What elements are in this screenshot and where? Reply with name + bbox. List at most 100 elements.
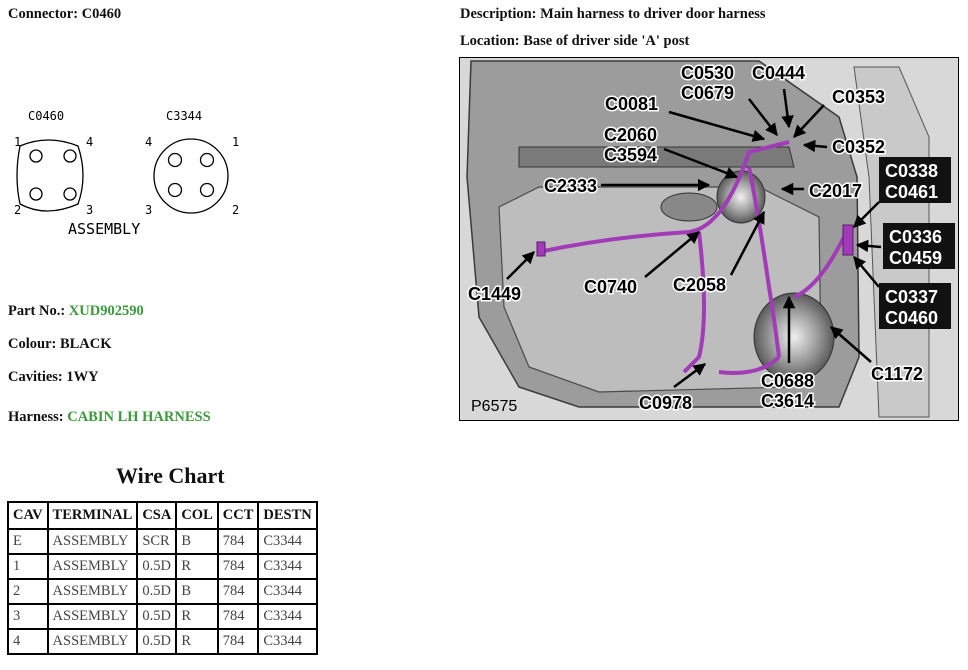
- right-cavity-3: [167, 182, 183, 198]
- cell-csa: 0.5D: [136, 603, 178, 630]
- left-connector-outline: [16, 139, 84, 212]
- left-pin-4: 4: [86, 135, 93, 149]
- label-c0336: C0336: [889, 227, 942, 247]
- location-value: Base of driver side 'A' post: [523, 33, 690, 49]
- figure-reference: P6575: [471, 398, 517, 415]
- cell-col: R: [175, 603, 219, 630]
- cavities-label: Cavities:: [8, 369, 63, 385]
- label-c3594: C3594: [604, 145, 657, 165]
- right-cavity-1: [199, 152, 215, 168]
- label-c0740: C0740: [584, 277, 637, 297]
- cell-col: R: [175, 553, 219, 580]
- description-field: Description: Main harness to driver door…: [460, 6, 766, 23]
- label-c0353: C0353: [832, 87, 885, 107]
- cell-cav: 4: [7, 628, 49, 655]
- location-field: Location: Base of driver side 'A' post: [460, 33, 689, 50]
- right-pin-4: 4: [145, 135, 152, 149]
- diagram-right-name: C3344: [166, 109, 202, 123]
- left-pin-3: 3: [86, 203, 93, 217]
- cell-terminal: ASSEMBLY: [46, 553, 139, 580]
- cell-cct: 784: [216, 628, 260, 655]
- right-cavity-4: [167, 152, 183, 168]
- label-c0081: C0081: [605, 94, 658, 114]
- connector-label: Connector:: [8, 6, 79, 22]
- description-label: Description:: [460, 6, 537, 22]
- label-c0460: C0460: [885, 308, 938, 328]
- cell-cav: 2: [7, 578, 49, 605]
- c1449-connector: [536, 241, 546, 257]
- right-connector-outline: [153, 138, 229, 214]
- cell-destn: C3344: [257, 553, 318, 580]
- cell-terminal: ASSEMBLY: [46, 578, 139, 605]
- cell-csa: 0.5D: [136, 628, 178, 655]
- left-cavity-2: [29, 187, 43, 201]
- left-cavity-3: [63, 187, 77, 201]
- label-c1449: C1449: [468, 284, 521, 304]
- connector-face-diagram: C0460 C3344 1 4 2 3 4 1 3 2 ASSEMBLY: [14, 109, 239, 238]
- label-c2060: C2060: [604, 125, 657, 145]
- label-c2333: C2333: [544, 176, 597, 196]
- part-no-label: Part No.:: [8, 303, 66, 319]
- door-rail: [518, 146, 795, 168]
- cavities-value: 1WY: [66, 369, 99, 385]
- cell-terminal: ASSEMBLY: [46, 603, 139, 630]
- table-row: 1 ASSEMBLY 0.5D R 784 C3344: [7, 553, 318, 580]
- header-destn: DESTN: [257, 501, 318, 530]
- right-cavity-2: [199, 182, 215, 198]
- cell-destn: C3344: [257, 528, 318, 555]
- label-c2017: C2017: [809, 181, 862, 201]
- label-c0978: C0978: [639, 393, 692, 413]
- left-cavity-1: [29, 149, 43, 163]
- label-c0337: C0337: [885, 287, 938, 307]
- cavities-field: Cavities: 1WY: [8, 369, 99, 386]
- table-row: 3 ASSEMBLY 0.5D R 784 C3344: [7, 603, 318, 630]
- header-terminal: TERMINAL: [46, 501, 139, 530]
- cell-col: R: [175, 628, 219, 655]
- left-pin-2: 2: [14, 203, 21, 217]
- label-c0459: C0459: [889, 248, 942, 268]
- cell-terminal: ASSEMBLY: [46, 528, 139, 555]
- table-row: 2 ASSEMBLY 0.5D B 784 C3344: [7, 578, 318, 605]
- wire-chart-table: CAV TERMINAL CSA COL CCT DESTN E ASSEMBL…: [7, 501, 318, 655]
- colour-value: BLACK: [59, 336, 112, 352]
- diagram-left-name: C0460: [28, 109, 64, 123]
- diagram-caption: ASSEMBLY: [68, 220, 140, 238]
- header-csa: CSA: [136, 501, 178, 530]
- harness-field: Harness: CABIN LH HARNESS: [8, 409, 211, 426]
- header-col: COL: [175, 501, 219, 530]
- connector-value: C0460: [81, 6, 122, 22]
- left-cavity-4: [63, 149, 77, 163]
- colour-field: Colour: BLACK: [8, 336, 112, 353]
- cell-destn: C3344: [257, 628, 318, 655]
- cell-terminal: ASSEMBLY: [46, 628, 139, 655]
- cell-col: B: [175, 578, 219, 605]
- cell-csa: 0.5D: [136, 553, 178, 580]
- cell-cct: 784: [216, 528, 260, 555]
- label-c0352: C0352: [832, 137, 885, 157]
- table-row: E ASSEMBLY SCR B 784 C3344: [7, 528, 318, 555]
- label-c0461: C0461: [885, 182, 938, 202]
- cell-cav: E: [7, 528, 49, 555]
- colour-label: Colour:: [8, 336, 57, 352]
- badge-c0336-c0459: [883, 223, 955, 269]
- badge-c0337-c0460: [879, 283, 951, 329]
- label-c2058: C2058: [673, 275, 726, 295]
- cell-csa: 0.5D: [136, 578, 178, 605]
- label-c0338: C0338: [885, 161, 938, 181]
- part-no-value: XUD902590: [68, 303, 144, 319]
- location-label: Location:: [460, 33, 520, 49]
- badge-c0338-c0461: [879, 157, 951, 203]
- header-cav: CAV: [7, 501, 49, 530]
- left-pin-1: 1: [14, 135, 21, 149]
- handle-recess: [660, 192, 718, 222]
- label-c3614: C3614: [761, 391, 814, 411]
- harness-label: Harness:: [8, 409, 64, 425]
- door-harness-figure: C0530 C0679 C0444 C0353 C0081 C0352 C206…: [459, 57, 959, 421]
- part-no-field: Part No.: XUD902590: [8, 303, 144, 320]
- cell-destn: C3344: [257, 603, 318, 630]
- right-pin-2: 2: [232, 203, 239, 217]
- harness-value: CABIN LH HARNESS: [67, 409, 211, 425]
- label-c0530: C0530: [681, 63, 734, 83]
- right-pin-3: 3: [145, 203, 152, 217]
- description-value: Main harness to driver door harness: [540, 6, 766, 22]
